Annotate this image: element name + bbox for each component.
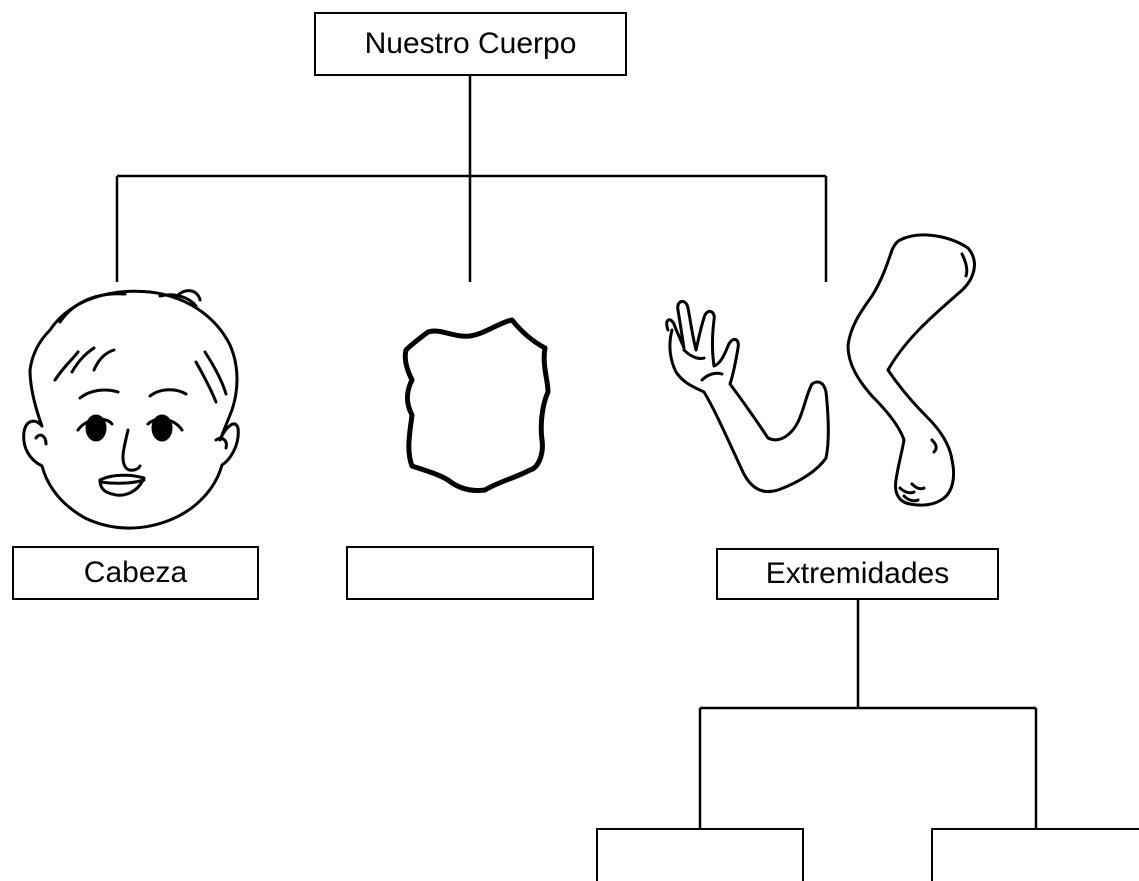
head-node-box: Cabeza [12, 546, 259, 600]
lower-limbs-node-box[interactable] [931, 828, 1139, 881]
root-node-label: Nuestro Cuerpo [364, 27, 577, 60]
trunk-node-box[interactable] [346, 546, 594, 600]
limbs-node-box: Extremidades [716, 548, 999, 600]
torso-outline-icon [402, 317, 551, 493]
limbs-node-label: Extremidades [765, 557, 950, 590]
child-face-icon [22, 289, 240, 530]
root-node-box: Nuestro Cuerpo [314, 12, 627, 76]
connector-lines [115, 76, 1038, 828]
upper-limbs-node-box[interactable] [596, 828, 804, 881]
arm-and-leg-icon [665, 233, 976, 507]
head-node-label: Cabeza [83, 556, 188, 589]
